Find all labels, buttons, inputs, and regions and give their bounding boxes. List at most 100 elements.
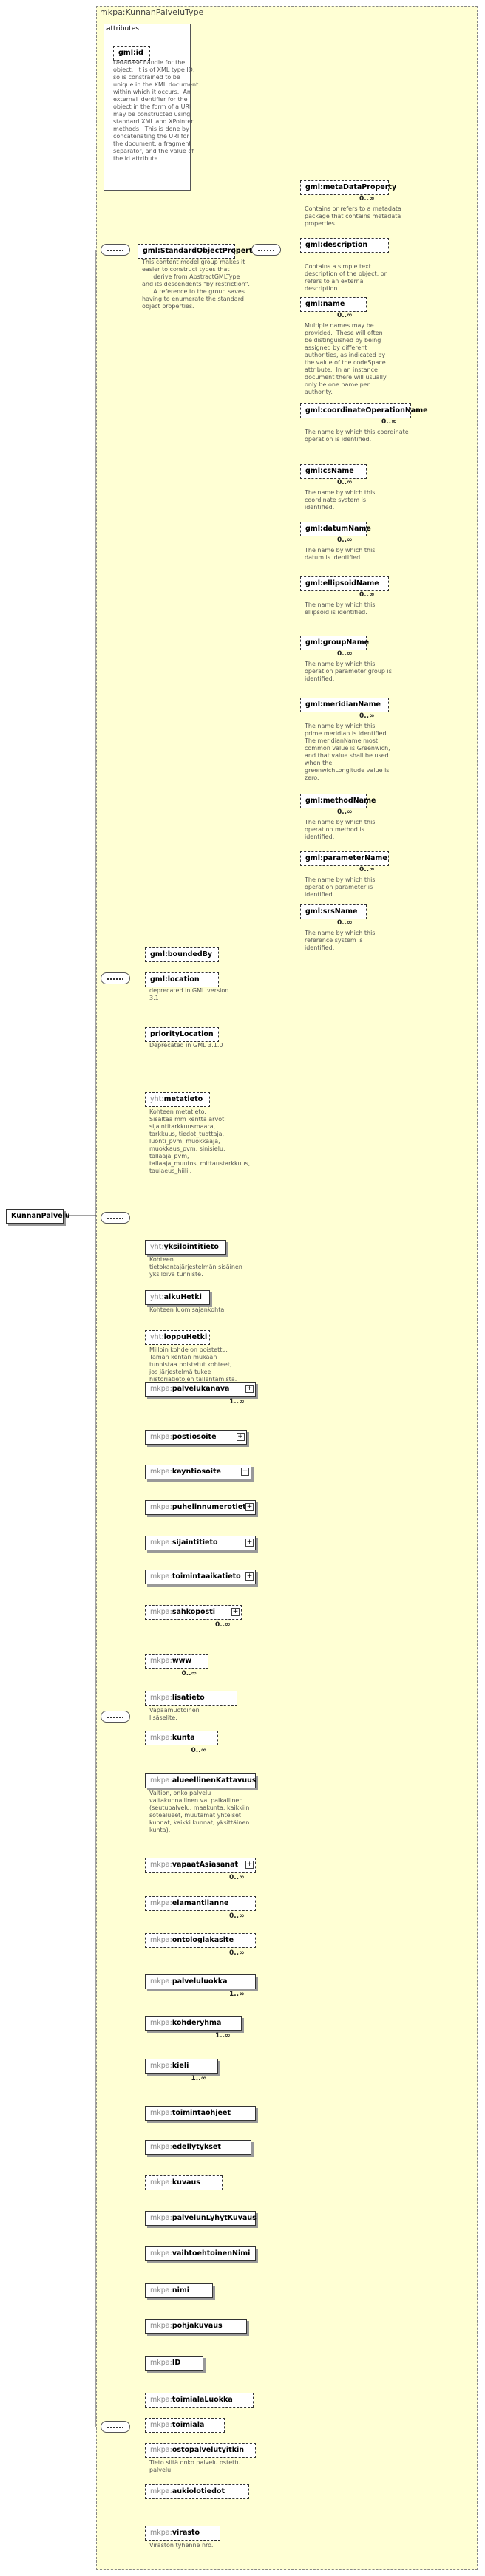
- element-puhelinnumerotieto[interactable]: mkpa:puhelinnumerotieto: [145, 1500, 256, 1515]
- element-name: gml:groupName: [305, 638, 370, 647]
- element-boundedby[interactable]: gml:boundedBy: [145, 947, 219, 962]
- namespace-prefix: mkpa:: [150, 2446, 172, 2454]
- expand-icon[interactable]: +: [241, 1468, 249, 1476]
- element-www[interactable]: mkpa:www: [145, 1654, 208, 1669]
- element-name: gml:ellipsoidName: [305, 579, 379, 587]
- element-name: palveluluokka: [172, 1977, 228, 1986]
- element-edellytykset[interactable]: mkpa:edellytykset: [145, 2140, 251, 2155]
- sequence-compositor: [101, 1212, 130, 1224]
- element-aukiolotiedot[interactable]: mkpa:aukiolotiedot: [145, 2484, 249, 2499]
- element-name: puhelinnumerotieto: [172, 1503, 251, 1511]
- element-csname[interactable]: gml:csName: [300, 464, 367, 479]
- namespace-prefix: mkpa:: [150, 2487, 172, 2495]
- documentation-text: The name by which this operation method …: [305, 819, 376, 840]
- expand-icon[interactable]: +: [236, 1433, 245, 1441]
- documentation-text: The name by which this datum is identifi…: [305, 547, 376, 561]
- element-name: gml:location: [150, 975, 200, 984]
- element-srsname[interactable]: gml:srsName: [300, 904, 367, 919]
- element-lisatieto[interactable]: mkpa:lisatieto: [145, 1691, 237, 1706]
- documentation-text: Kohteen luomisajankohta: [149, 1306, 225, 1313]
- element-alueellinenkattavuus[interactable]: mkpa:alueellinenKattavuus: [145, 1773, 257, 1788]
- element-name: pohjakuvaus: [172, 2322, 223, 2330]
- element-ostopalvelutyitkin[interactable]: mkpa:ostopalvelutyitkin: [145, 2443, 256, 2458]
- element-pohjakuvaus[interactable]: mkpa:pohjakuvaus: [145, 2319, 247, 2334]
- occurrence-label: 0..∞: [337, 479, 353, 486]
- element-name: gml:parameterName: [305, 854, 387, 862]
- element-toimintaaikatieto[interactable]: mkpa:toimintaaikatieto: [145, 1570, 256, 1584]
- element-name: sahkoposti: [172, 1608, 216, 1616]
- expand-icon[interactable]: +: [245, 1572, 254, 1581]
- element-kunta[interactable]: mkpa:kunta: [145, 1731, 218, 1745]
- element-name: kohderyhma: [172, 2019, 222, 2027]
- expand-icon[interactable]: +: [245, 1861, 254, 1869]
- element-nimi[interactable]: mkpa:nimi: [145, 2283, 213, 2298]
- occurrence-label: 0..∞: [337, 808, 353, 816]
- expand-icon[interactable]: +: [245, 1503, 254, 1511]
- element-loppuhetki[interactable]: yht:loppuHetki: [145, 1330, 210, 1345]
- occurrence-label: 0..∞: [359, 195, 375, 202]
- documentation-text: The name by which this reference system …: [305, 930, 376, 951]
- namespace-prefix: mkpa:: [150, 2062, 172, 2070]
- element-kieli[interactable]: mkpa:kieli: [145, 2059, 218, 2074]
- element-ellipsoidname[interactable]: gml:ellipsoidName: [300, 576, 389, 591]
- occurrence-label: 0..∞: [337, 312, 353, 319]
- namespace-prefix: mkpa:: [150, 1503, 172, 1511]
- element-name: yksilointitieto: [163, 1243, 219, 1251]
- element-yksilointitieto[interactable]: yht:yksilointitieto: [145, 1240, 226, 1255]
- element-parametername[interactable]: gml:parameterName: [300, 851, 389, 866]
- element-name: virasto: [172, 2529, 200, 2537]
- namespace-prefix: mkpa:: [150, 2249, 172, 2258]
- element-toimintaohjeet[interactable]: mkpa:toimintaohjeet: [145, 2106, 256, 2121]
- element-methodname[interactable]: gml:methodName: [300, 794, 376, 808]
- element-location[interactable]: gml:location: [145, 972, 219, 987]
- documentation-text: Kohteen tietokantajärjestelmän sisäinen …: [149, 1256, 243, 1278]
- element-vapaatasiasanat[interactable]: mkpa:vapaatAsiasanat: [145, 1858, 256, 1873]
- documentation-text: The name by which this operation paramet…: [305, 661, 392, 682]
- element-name: gml:csName: [305, 467, 354, 475]
- element-metatieto[interactable]: yht:metatieto: [145, 1092, 210, 1107]
- element-name: gml:coordinateOperationName: [305, 406, 428, 415]
- documentation-text: The name by which this prime meridian is…: [305, 723, 390, 781]
- element-virasto[interactable]: mkpa:virasto: [145, 2526, 220, 2541]
- element-palvelukanava[interactable]: mkpa:palvelukanava: [145, 1382, 256, 1397]
- element-vaihtoehtoinennimi[interactable]: mkpa:vaihtoehtoinenNimi: [145, 2246, 256, 2261]
- expand-icon[interactable]: +: [245, 1539, 254, 1547]
- namespace-prefix: mkpa:: [150, 2421, 172, 2429]
- element-alkuhetki[interactable]: yht:alkuHetki: [145, 1290, 210, 1305]
- element-palveluluokka[interactable]: mkpa:palveluluokka: [145, 1974, 256, 1989]
- element-toimialaluokka[interactable]: mkpa:toimialaLuokka: [145, 2393, 254, 2408]
- element-metadataproperty[interactable]: gml:metaDataProperty: [300, 180, 396, 195]
- element-groupname[interactable]: gml:groupName: [300, 636, 370, 650]
- attribute-gml-id[interactable]: gml:id: [113, 46, 150, 61]
- element-kohderyhma[interactable]: mkpa:kohderyhma: [145, 2016, 242, 2031]
- element-name: palvelukanava: [172, 1385, 230, 1393]
- element-toimiala[interactable]: mkpa:toimiala: [145, 2418, 225, 2433]
- element-sahkoposti[interactable]: mkpa:sahkoposti: [145, 1605, 242, 1620]
- element-palvelunlyhytkuvaus[interactable]: mkpa:palvelunLyhytKuvaus: [145, 2211, 257, 2226]
- documentation-text: The name by which this operation paramet…: [305, 876, 376, 898]
- expand-icon[interactable]: +: [245, 1385, 254, 1393]
- element-ontologiakasite[interactable]: mkpa:ontologiakasite: [145, 1933, 256, 1948]
- occurrence-label: 0..∞: [359, 591, 375, 599]
- element-postiosoite[interactable]: mkpa:postiosoite: [145, 1430, 247, 1445]
- occurrence-label: 0..∞: [191, 1747, 207, 1754]
- element-sijaintitieto[interactable]: mkpa:sijaintitieto: [145, 1536, 256, 1550]
- element-id[interactable]: mkpa:ID: [145, 2356, 203, 2371]
- type-title: mkpa:KunnanPalveluType: [100, 7, 204, 17]
- element-prioritylocation[interactable]: priorityLocation: [145, 1027, 219, 1042]
- documentation-text: This content model group makes it easier…: [142, 259, 250, 310]
- namespace-prefix: mkpa:: [150, 1899, 172, 1907]
- element-name: ID: [172, 2359, 181, 2367]
- element-coordinateoperationname[interactable]: gml:coordinateOperationName: [300, 403, 428, 418]
- element-elamantilanne[interactable]: mkpa:elamantilanne: [145, 1896, 256, 1911]
- element-datumname[interactable]: gml:datumName: [300, 522, 371, 536]
- group-standard-object-properties[interactable]: gml:StandardObjectProperties: [138, 244, 264, 259]
- element-description[interactable]: gml:description: [300, 238, 389, 253]
- root-element[interactable]: KunnanPalvelu: [6, 1209, 70, 1224]
- element-kuvaus[interactable]: mkpa:kuvaus: [145, 2175, 223, 2190]
- element-meridianname[interactable]: gml:meridianName: [300, 698, 389, 712]
- element-name[interactable]: gml:name: [300, 297, 367, 312]
- expand-icon[interactable]: +: [231, 1608, 240, 1616]
- element-kayntiosoite[interactable]: mkpa:kayntiosoite: [145, 1465, 251, 1479]
- element-name: KunnanPalvelu: [11, 1212, 70, 1220]
